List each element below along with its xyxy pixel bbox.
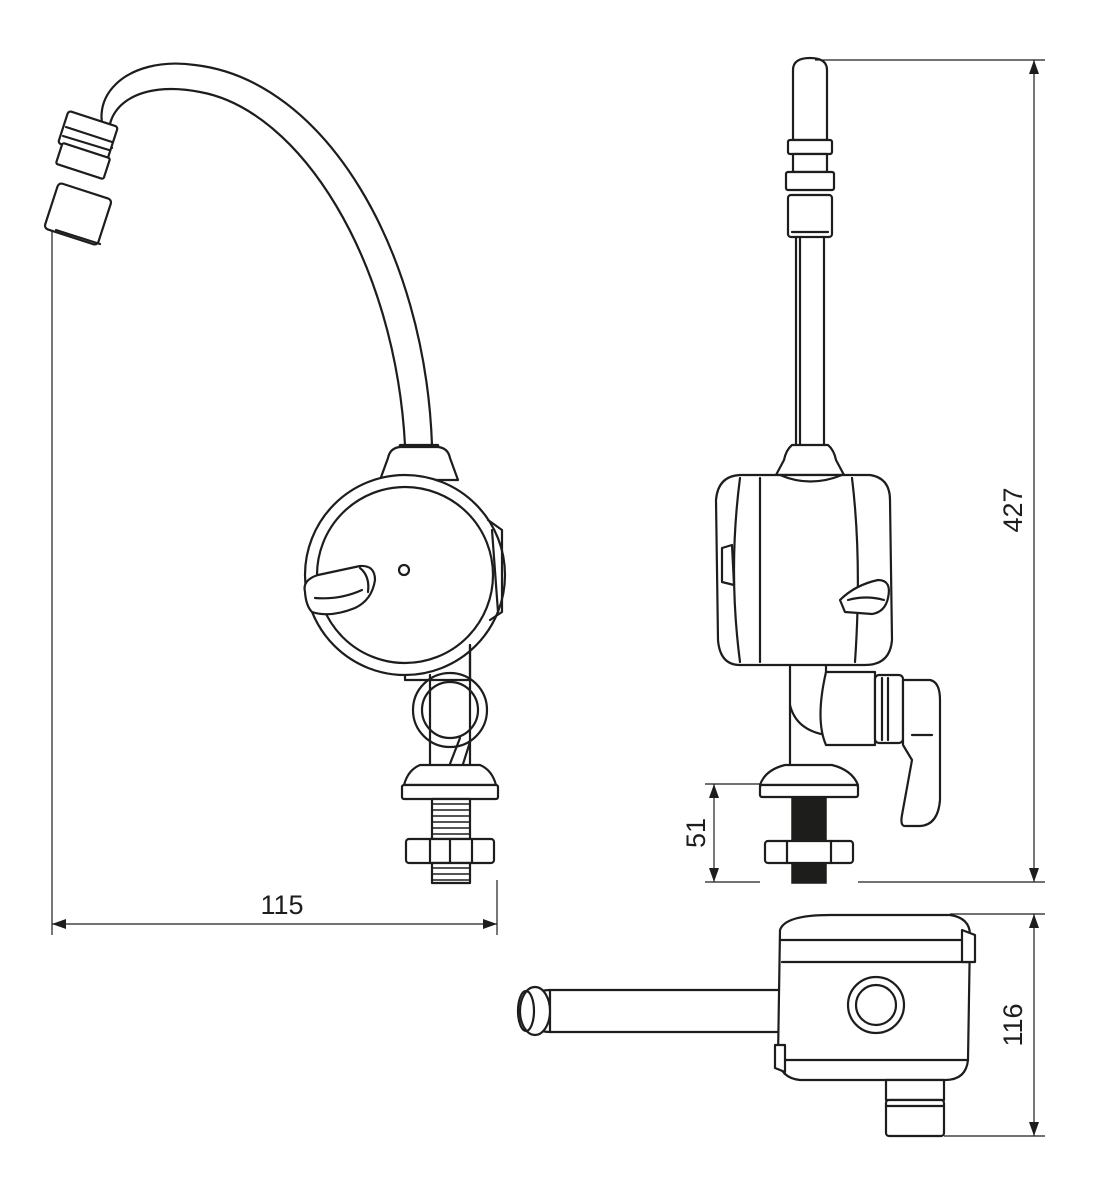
side-aerator: [786, 193, 834, 239]
dimension-label-115: 115: [260, 890, 303, 920]
front-spout-outline-b: [107, 87, 407, 447]
dimension-label-427: 427: [998, 487, 1028, 532]
dimension-height-total: 427: [815, 59, 1045, 883]
dimension-label-51: 51: [681, 818, 711, 848]
side-valve-body: [819, 670, 877, 747]
side-view: [714, 56, 942, 884]
dimension-width-front: 115: [51, 230, 498, 935]
side-spout-tip: [791, 56, 829, 142]
side-valve-handle: [900, 678, 942, 828]
side-lock-nut: [763, 839, 855, 865]
front-body: [303, 473, 507, 677]
front-selector-knob: [303, 564, 377, 616]
side-base: [758, 763, 860, 884]
front-collar: [378, 445, 460, 482]
side-collar: [774, 443, 846, 477]
side-button: [720, 543, 736, 587]
front-indicator-dot: [397, 563, 411, 577]
front-view: [43, 62, 507, 885]
front-aerator: [43, 110, 119, 246]
front-base: [400, 763, 500, 885]
top-valve: [884, 1078, 946, 1102]
dimension-depth-top: 116: [944, 913, 1045, 1137]
side-thread: [791, 796, 827, 842]
dimension-base-height: 51: [681, 783, 760, 883]
front-spout-outer: [100, 62, 434, 447]
dimension-label-116: 116: [998, 1003, 1028, 1046]
top-view: [516, 913, 977, 1138]
side-body: [714, 473, 894, 667]
